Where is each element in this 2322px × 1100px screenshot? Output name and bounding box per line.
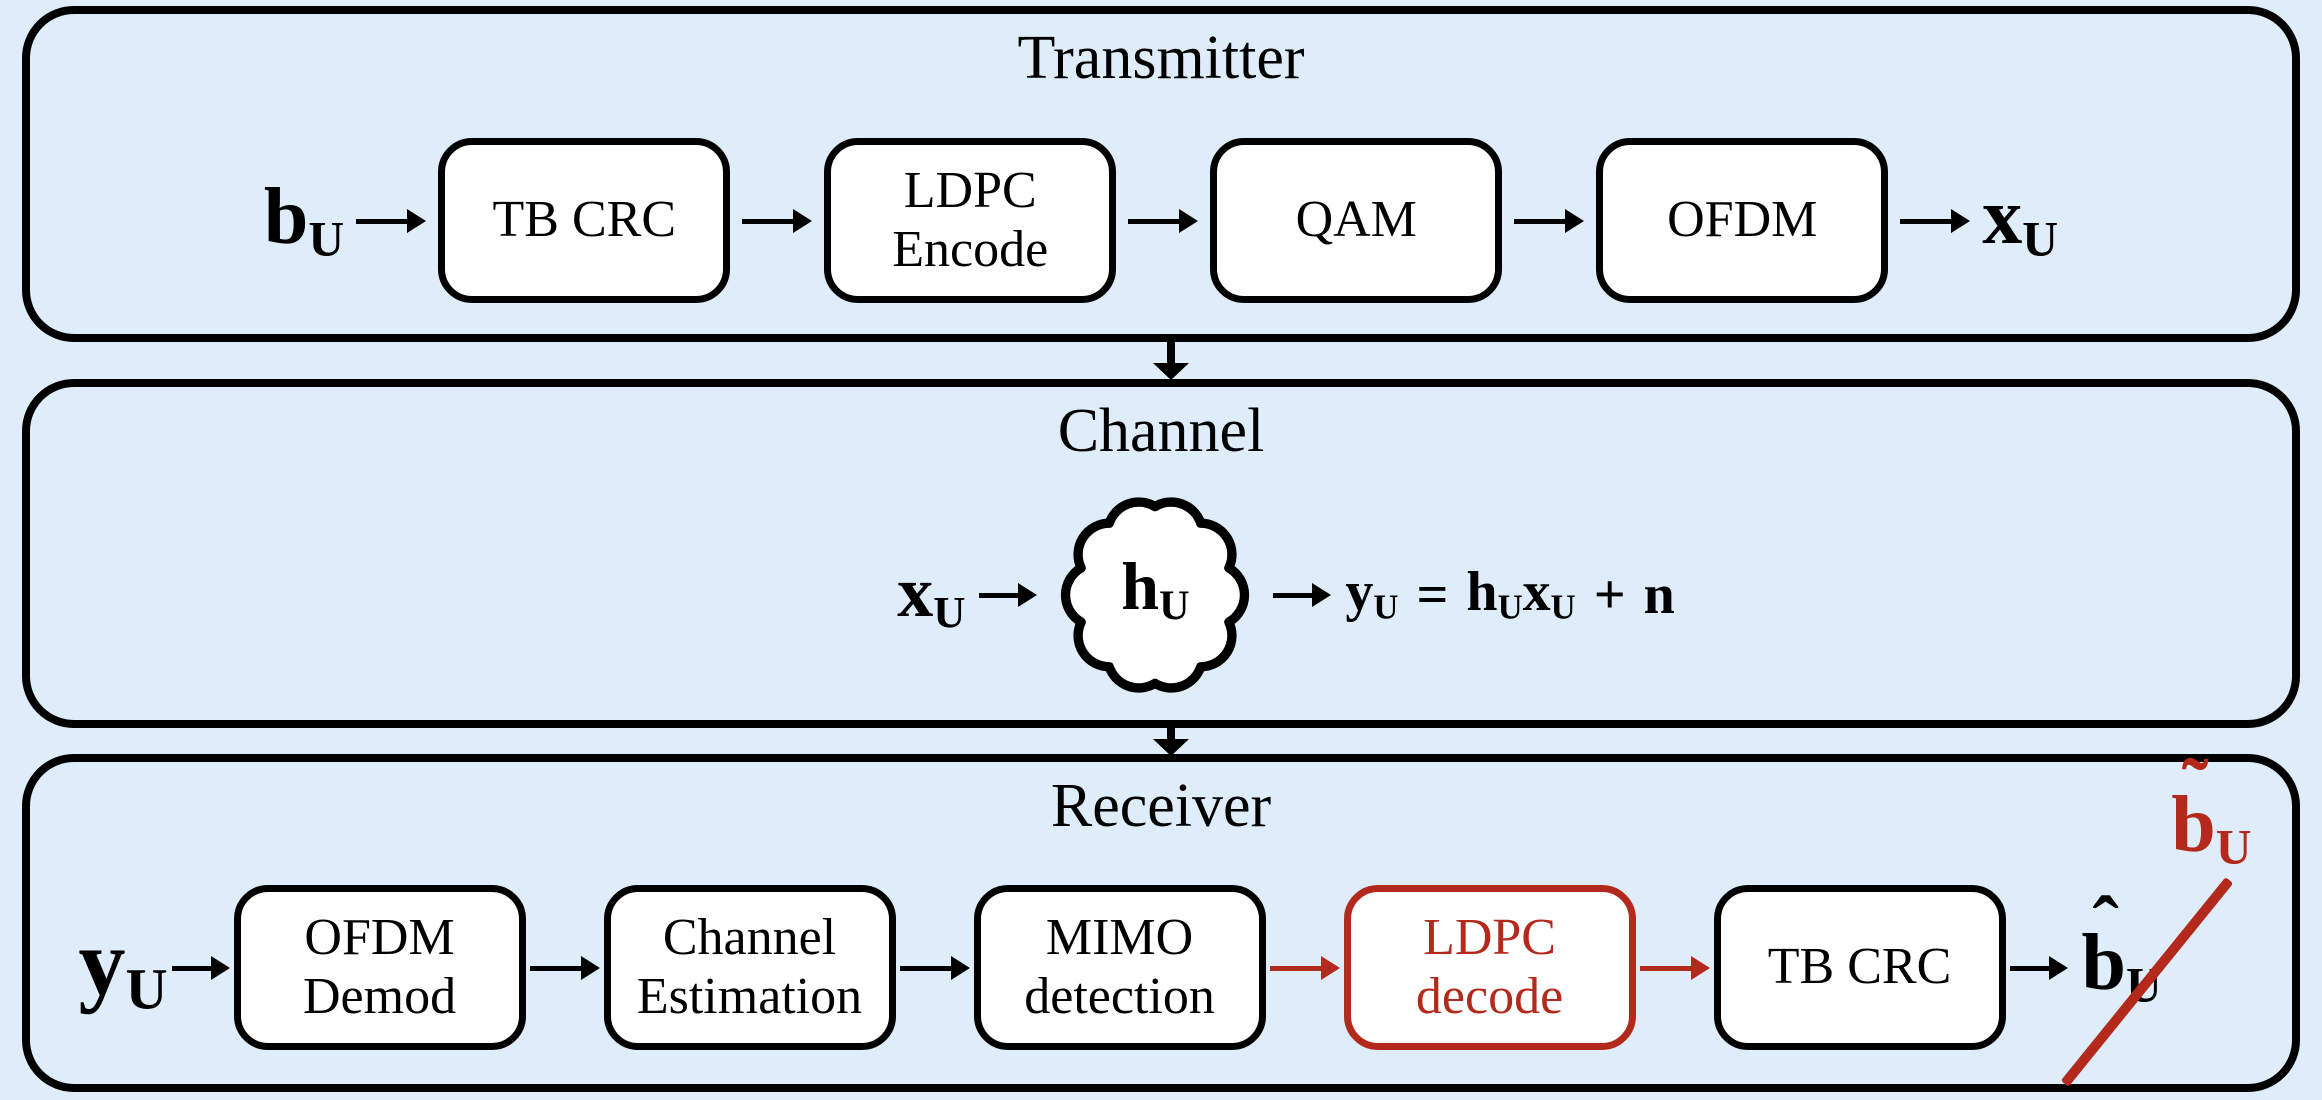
channel-panel: Channel xU hU yU = hU xU + n xyxy=(22,379,2300,728)
rx-signal-label: yU xyxy=(78,916,167,1019)
input-bits-label: bU xyxy=(264,177,344,264)
transmitter-title: Transmitter xyxy=(1017,24,1305,92)
eq-x-subscript: U xyxy=(1550,587,1576,627)
eq-plus-sign: + xyxy=(1593,563,1626,626)
eq-x-term: xU xyxy=(1523,564,1576,625)
block-ldpc-encode: LDPC Encode xyxy=(824,138,1117,303)
arrow-right-icon xyxy=(742,208,813,234)
rejected-bits-label: ˜bU xyxy=(2171,748,2252,875)
transmitter-panel: Transmitter bU TB CRC LDPC Encode QAM OF… xyxy=(22,6,2300,342)
down-arrow-stem xyxy=(1167,728,1175,740)
channel-flow-row: xU hU yU = hU xU + n xyxy=(30,490,2292,700)
block-label: Encode xyxy=(892,220,1049,278)
arrow-right-icon xyxy=(1900,208,1971,234)
rx-signal-subscript: U xyxy=(125,956,168,1022)
block-tb-crc-check: TB CRC xyxy=(1713,885,2006,1050)
block-tb-crc: TB CRC xyxy=(438,138,731,303)
channel-gain-subscript: U xyxy=(1159,582,1190,630)
eq-y-subscript: U xyxy=(1373,587,1399,627)
arrow-right-icon xyxy=(1273,582,1332,608)
tx-signal-subscript: U xyxy=(2022,211,2059,267)
block-channel-estimation: Channel Estimation xyxy=(603,885,896,1050)
block-label: TB CRC xyxy=(1767,938,1952,996)
arrow-right-red-icon xyxy=(1639,955,1710,981)
arrow-right-icon xyxy=(2009,955,2068,981)
arrow-right-icon xyxy=(899,955,970,981)
decoded-bits-label: ˆbU xyxy=(2082,886,2162,1010)
eq-x-base: x xyxy=(1522,561,1551,624)
block-label: Demod xyxy=(302,967,457,1025)
eq-noise-term: n xyxy=(1643,563,1675,626)
tx-signal-label: xU xyxy=(1982,177,2058,264)
receiver-output: ˜bU ˆbU xyxy=(2060,748,2252,1087)
block-qam: QAM xyxy=(1210,138,1503,303)
receiver-title: Receiver xyxy=(1050,772,1272,840)
arrow-right-icon xyxy=(979,582,1038,608)
input-bits-base: b xyxy=(263,173,309,261)
block-label: detection xyxy=(1024,967,1215,1025)
channel-gain-label: hU xyxy=(1051,552,1259,628)
arrow-right-icon xyxy=(171,955,230,981)
arrow-right-icon xyxy=(1128,208,1199,234)
transmitter-flow-row: bU TB CRC LDPC Encode QAM OFDM xU xyxy=(30,138,2292,303)
block-label: OFDM xyxy=(304,909,455,967)
block-label: OFDM xyxy=(1667,191,1818,249)
down-arrow-head-icon xyxy=(1153,739,1189,756)
eq-h-term: hU xyxy=(1466,564,1522,625)
block-label: LDPC xyxy=(903,162,1037,220)
channel-input-base: x xyxy=(897,551,934,632)
arrow-right-icon xyxy=(1514,208,1585,234)
eq-y-term: yU xyxy=(1345,564,1398,625)
tx-signal-base: x xyxy=(1982,173,2023,261)
channel-input-subscript: U xyxy=(933,586,966,637)
arrow-right-red-icon xyxy=(1269,955,1340,981)
eq-h-base: h xyxy=(1466,561,1498,624)
tilde-accent: ˜ xyxy=(2181,744,2209,833)
block-label: Estimation xyxy=(636,967,863,1025)
input-bits-subscript: U xyxy=(308,211,345,267)
eq-equals-sign: = xyxy=(1416,563,1449,626)
receiver-flow-row: yU OFDM Demod Channel Estimation MIMO de… xyxy=(30,748,2292,1087)
hat-accent: ˆ xyxy=(2092,882,2119,971)
block-ofdm-demod: OFDM Demod xyxy=(233,885,526,1050)
block-label: TB CRC xyxy=(492,191,677,249)
receiver-panel: Receiver yU OFDM Demod Channel Estimatio… xyxy=(22,748,2300,1092)
rejected-bits-base: b xyxy=(2171,781,2216,869)
arrow-right-icon xyxy=(529,955,600,981)
down-arrow-head-icon xyxy=(1153,363,1189,380)
down-arrow-stem xyxy=(1167,342,1175,364)
block-label: QAM xyxy=(1295,191,1417,249)
channel-equation: yU = hU xU + n xyxy=(1345,564,1674,625)
block-label: MIMO xyxy=(1045,909,1194,967)
block-label: LDPC xyxy=(1423,909,1556,967)
eq-h-subscript: U xyxy=(1497,587,1523,627)
block-label: Channel xyxy=(662,909,837,967)
rejected-bits-subscript: U xyxy=(2215,819,2252,875)
decoded-bits-base: b xyxy=(2081,919,2127,1007)
rx-signal-base: y xyxy=(78,911,126,1016)
eq-y-base: y xyxy=(1345,561,1374,624)
channel-cloud: hU xyxy=(1051,496,1259,694)
block-label: decode xyxy=(1415,967,1564,1025)
channel-gain-base: h xyxy=(1121,548,1160,624)
cloud-icon xyxy=(1061,497,1250,693)
channel-title: Channel xyxy=(1057,397,1265,465)
channel-input-label: xU xyxy=(897,556,965,635)
block-mimo-detection: MIMO detection xyxy=(973,885,1266,1050)
arrow-right-icon xyxy=(356,208,427,234)
block-ofdm: OFDM xyxy=(1596,138,1889,303)
block-ldpc-decode: LDPC decode xyxy=(1343,885,1636,1050)
